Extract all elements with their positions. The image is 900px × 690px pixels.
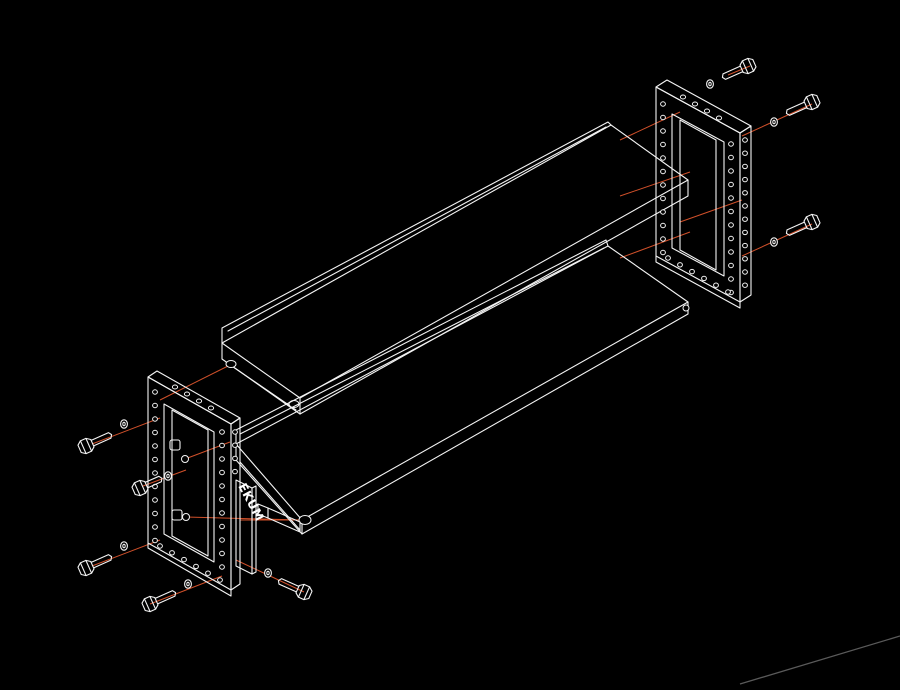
frame-hole bbox=[742, 150, 748, 156]
frame-hole bbox=[742, 242, 748, 249]
frame-hole bbox=[728, 141, 734, 147]
frame-hole bbox=[219, 537, 225, 543]
frame-hole bbox=[232, 429, 238, 435]
frame-hole bbox=[725, 289, 731, 295]
frame-hole bbox=[742, 229, 748, 236]
frame-hole bbox=[152, 389, 158, 395]
frame-hole bbox=[742, 256, 748, 262]
bolt-icon bbox=[277, 578, 313, 601]
frame-hole bbox=[742, 269, 748, 275]
background-edge-line bbox=[739, 635, 900, 685]
frame-hole bbox=[219, 496, 225, 503]
frame-hole bbox=[660, 236, 666, 242]
bolt-icon bbox=[77, 432, 113, 455]
frame-hole bbox=[232, 455, 238, 462]
upper-shelf-panel bbox=[221, 121, 689, 415]
frame-hole bbox=[219, 469, 225, 476]
frame-hole bbox=[660, 222, 666, 229]
right-end-frame bbox=[655, 79, 752, 309]
frame-hole bbox=[742, 137, 748, 143]
bolt-icon bbox=[77, 554, 113, 577]
frame-hole bbox=[219, 523, 225, 530]
frame-hole bbox=[219, 510, 225, 516]
frame-hole bbox=[665, 255, 671, 261]
frame-hole bbox=[689, 268, 695, 275]
frame-hole bbox=[660, 141, 666, 148]
bolt-icon bbox=[721, 57, 757, 80]
frame-hole bbox=[219, 456, 225, 462]
frame-hole bbox=[742, 176, 748, 183]
frame-hole bbox=[660, 101, 666, 107]
frame-hole bbox=[660, 168, 666, 175]
frame-hole bbox=[152, 456, 158, 463]
frame-hole bbox=[217, 577, 223, 583]
frame-hole bbox=[152, 470, 158, 476]
frame-hole bbox=[219, 429, 225, 435]
frame-hole bbox=[728, 276, 734, 282]
frame-hole bbox=[152, 429, 158, 436]
frame-hole bbox=[152, 524, 158, 530]
frame-hole bbox=[660, 249, 666, 256]
frame-hole bbox=[701, 275, 707, 282]
frame-hole bbox=[728, 168, 734, 174]
lower-shelf-pin bbox=[257, 503, 301, 533]
frame-hole bbox=[152, 537, 158, 544]
frame-hole bbox=[728, 222, 734, 228]
frame-hole bbox=[181, 556, 187, 563]
frame-hole bbox=[660, 155, 666, 161]
frame-hole bbox=[193, 563, 199, 570]
frame-hole bbox=[728, 181, 734, 188]
frame-hole bbox=[742, 203, 748, 209]
frame-hole bbox=[728, 235, 734, 242]
frame-hole bbox=[713, 282, 719, 288]
frame-hole bbox=[742, 282, 748, 288]
frame-hole bbox=[742, 163, 748, 170]
frame-hole bbox=[169, 550, 175, 556]
bolt-icon bbox=[785, 213, 821, 236]
frame-hole bbox=[728, 249, 734, 255]
frame-hole bbox=[728, 208, 734, 215]
frame-hole bbox=[742, 190, 748, 196]
frame-hole bbox=[660, 128, 666, 134]
frame-hole bbox=[660, 195, 666, 202]
left-end-frame bbox=[147, 370, 241, 597]
frame-hole bbox=[660, 182, 666, 188]
frame-hole bbox=[728, 195, 734, 201]
frame-hole bbox=[152, 402, 158, 409]
frame-hole bbox=[728, 154, 734, 161]
bolt-icon bbox=[785, 93, 821, 116]
frame-hole bbox=[152, 497, 158, 503]
frame-hole bbox=[728, 262, 734, 269]
frame-hole bbox=[152, 443, 158, 449]
frame-hole bbox=[152, 416, 158, 422]
frame-hole bbox=[152, 510, 158, 517]
assembly-axes bbox=[91, 65, 813, 605]
frame-hole bbox=[677, 262, 683, 268]
frame-hole bbox=[742, 216, 748, 222]
frame-hole bbox=[219, 564, 225, 570]
frame-hole bbox=[660, 209, 666, 215]
frame-hole bbox=[219, 483, 225, 489]
bolt-icon bbox=[141, 590, 177, 613]
frame-hole bbox=[205, 570, 211, 576]
frame-hole bbox=[232, 468, 238, 475]
frame-hole bbox=[660, 114, 666, 121]
lower-shelf-panel bbox=[235, 239, 690, 535]
hardware-group bbox=[77, 57, 821, 613]
frame-hole bbox=[219, 550, 225, 557]
bolt-icon bbox=[131, 475, 163, 497]
frame-hole bbox=[232, 442, 238, 448]
frame-hole bbox=[219, 442, 225, 449]
frame-hole bbox=[157, 543, 163, 549]
